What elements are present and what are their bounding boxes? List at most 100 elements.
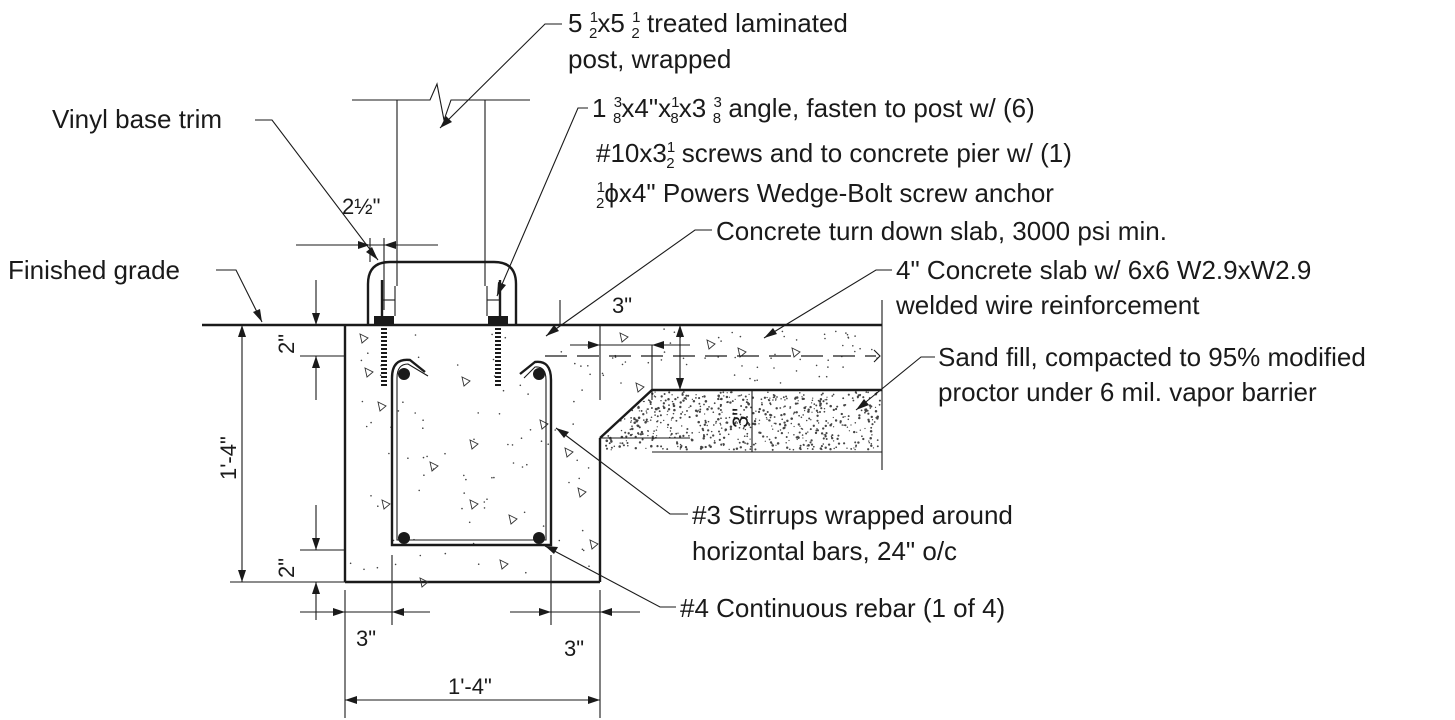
sand-grain (629, 428, 632, 431)
sand-grain (802, 414, 804, 416)
sand-grain (832, 408, 835, 412)
sand-grain (795, 436, 799, 439)
rebar-bars (398, 368, 545, 544)
sand-grain (746, 435, 749, 438)
aggregate-dot (827, 366, 829, 368)
sand-grain (698, 410, 702, 413)
sand-grain (645, 420, 648, 422)
sand-grain (660, 395, 663, 398)
sand-grain (832, 416, 834, 419)
aggregate-dot (477, 563, 480, 565)
rebar-label: #4 Continuous rebar (1 of 4) (680, 593, 1005, 623)
sand-grain (772, 428, 774, 430)
sand-grain (852, 399, 855, 402)
aggregate-dot (456, 364, 459, 366)
sand-grain (749, 426, 752, 429)
sand-grain (703, 413, 706, 415)
dim-slab-offset: 3" (612, 293, 632, 318)
sand-grain (858, 416, 861, 420)
sand-grain (719, 391, 722, 394)
aggregate-dot (558, 539, 561, 542)
sand-grain (797, 400, 799, 402)
aggregate-dot (580, 365, 582, 367)
sand-grain (833, 447, 835, 450)
sand-grain (871, 434, 873, 436)
sand-grain (713, 440, 716, 442)
sand-grain (804, 407, 807, 409)
sand-grain (820, 432, 824, 435)
sand-grain (765, 416, 768, 419)
sand-grain (825, 438, 828, 440)
sand-fill-label-1: Sand fill, compacted to 95% modified (938, 342, 1366, 372)
aggregate-dot (422, 456, 425, 459)
sand-grain (795, 396, 799, 399)
dim-height: 1'-4" (216, 436, 241, 480)
aggregate-dot (463, 474, 465, 477)
sand-grain (858, 414, 861, 417)
aggregate-dot (739, 335, 742, 338)
sand-grain (798, 431, 801, 434)
sand-grain (847, 418, 850, 421)
sand-grain (675, 419, 678, 422)
aggregate-mark (577, 487, 587, 498)
sand-grain (654, 411, 656, 413)
sand-grain (679, 443, 682, 446)
sand-grain (843, 424, 845, 426)
sand-grain (864, 409, 866, 412)
aggregate-dot (418, 489, 421, 492)
sand-grain (707, 429, 710, 432)
sand-grain (816, 419, 819, 422)
sand-grain (735, 417, 737, 419)
sand-grain (769, 397, 771, 399)
sand-grain (635, 419, 638, 423)
sand-grain (633, 417, 636, 421)
anchor-bolt-right (488, 316, 508, 386)
sand-grain (771, 425, 773, 427)
sand-grain (699, 408, 702, 411)
stirrups-label-1: #3 Stirrups wrapped around (692, 500, 1013, 530)
sand-grain (767, 391, 769, 393)
aggregate-dot (602, 374, 605, 377)
aggregate-mark (364, 367, 374, 378)
sand-grain (638, 441, 642, 444)
sand-grain (745, 405, 748, 409)
sand-grain (729, 391, 732, 394)
sand-grain (810, 419, 812, 421)
sand-grain (846, 426, 849, 428)
aggregate-dot (871, 348, 873, 351)
sand-grain (729, 401, 732, 404)
sand-grain (745, 401, 748, 404)
post-frac-num: 1 (590, 9, 598, 26)
sand-grain (744, 449, 747, 451)
sand-grain (677, 445, 679, 448)
aggregate-dot (734, 356, 736, 359)
sand-grain (675, 432, 678, 435)
sand-grain (781, 418, 784, 421)
sand-grain (712, 424, 715, 426)
sand-grain (669, 427, 672, 429)
sand-grain (738, 426, 741, 429)
aggregate-dot (823, 333, 826, 336)
sand-grain (685, 394, 688, 397)
sand-grain (748, 424, 750, 427)
sand-grain (682, 399, 685, 402)
aggregate-dot (842, 344, 844, 347)
sand-grain (719, 433, 721, 436)
sand-grain (874, 410, 878, 413)
aggregate-dot (574, 362, 576, 365)
sand-grain (643, 400, 645, 403)
aggregate-dot (847, 336, 849, 339)
sand-grain (801, 396, 803, 398)
sand-grain (739, 446, 743, 449)
sand-grain (657, 420, 659, 422)
sand-grain (823, 408, 826, 410)
sand-grain (717, 417, 720, 421)
aggregate-dot (377, 505, 379, 508)
sand-grain (752, 412, 755, 415)
aggregate-dot (491, 333, 493, 336)
sand-grain (878, 403, 881, 406)
aggregate-dot (444, 552, 447, 555)
sand-grain (649, 419, 652, 421)
aggregate-dot (835, 330, 837, 333)
sand-grain (802, 394, 805, 396)
